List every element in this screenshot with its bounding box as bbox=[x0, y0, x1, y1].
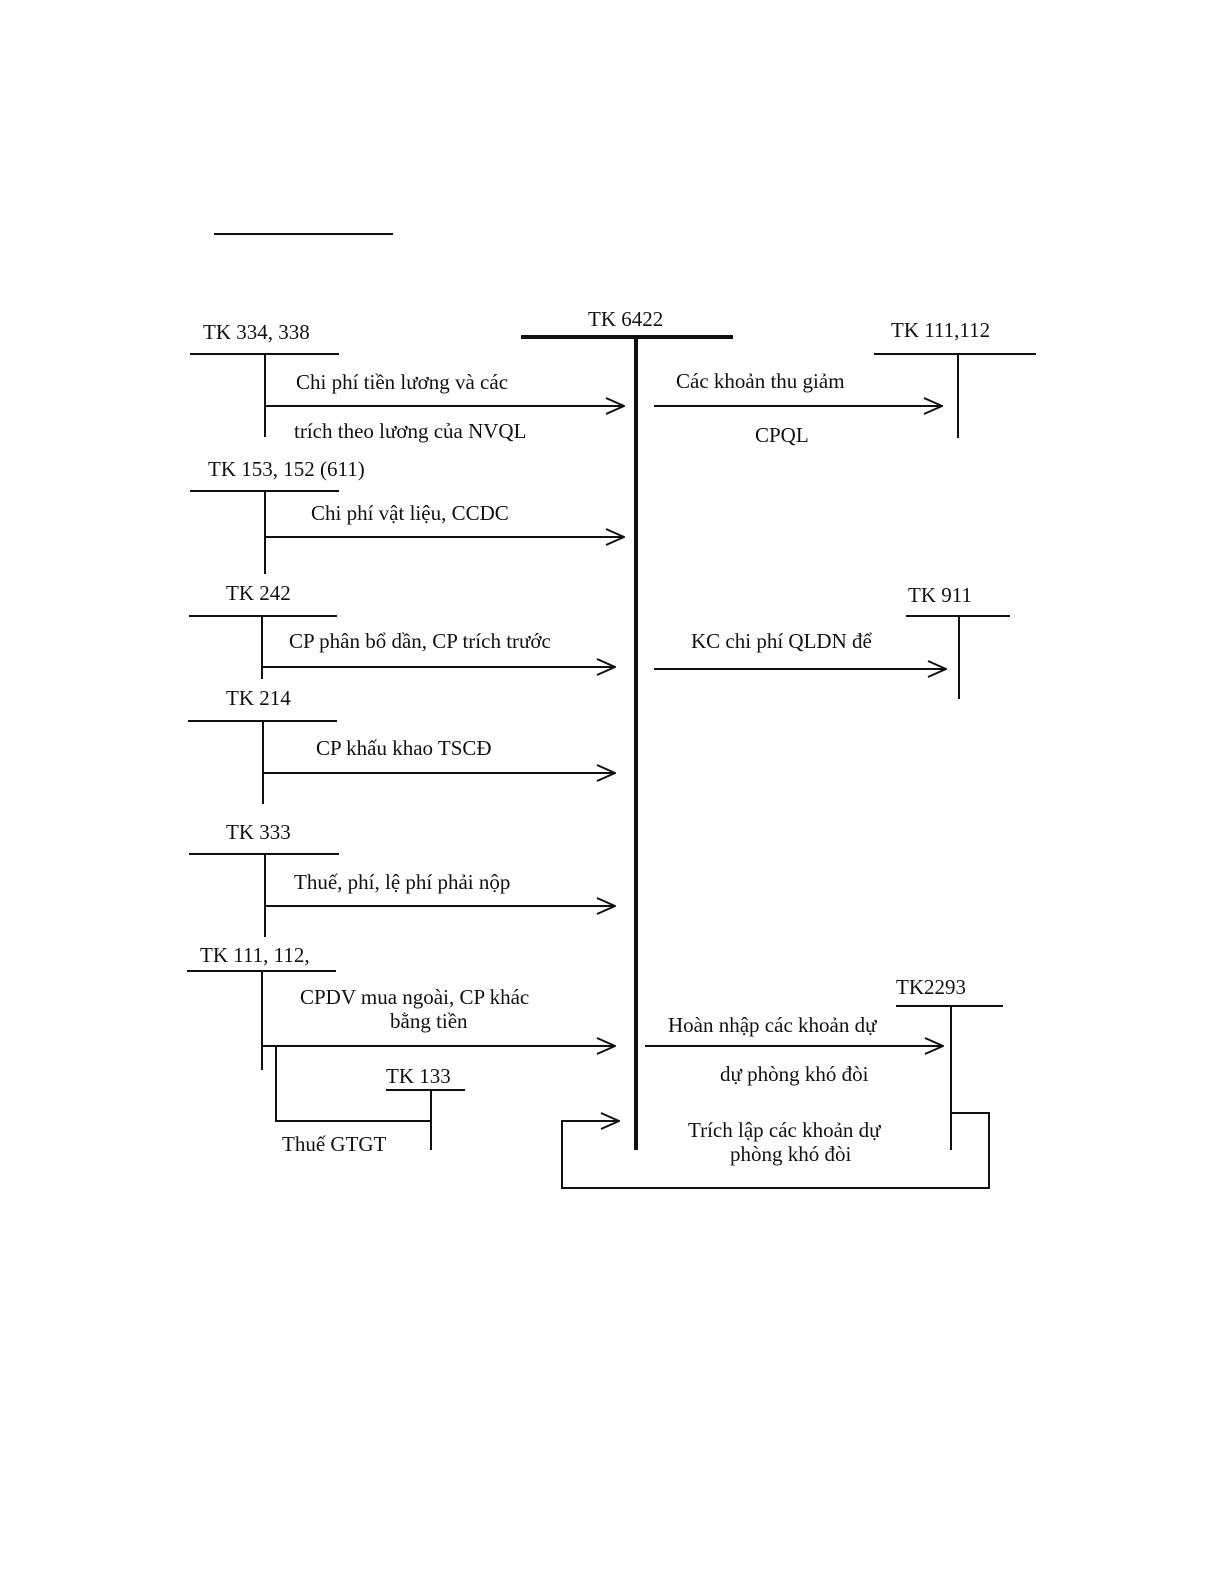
depreciation-label: CP khấu khao TSCĐ bbox=[316, 736, 492, 760]
account-tk333: TK 333 Thuế, phí, lệ phí phải nộp bbox=[189, 820, 615, 937]
tk153-label: TK 153, 152 (611) bbox=[208, 457, 365, 481]
provision-label-2: phòng khó đòi bbox=[730, 1142, 852, 1166]
account-tk111-112-left: TK 111, 112, CPDV mua ngoài, CP khác bằn… bbox=[187, 943, 615, 1156]
reductions-label-1: Các khoản thu giảm bbox=[676, 369, 845, 393]
tk2293-label: TK2293 bbox=[896, 975, 966, 999]
salary-label-2: trích theo lương của NVQL bbox=[294, 419, 526, 443]
services-label-2: bằng tiền bbox=[390, 1009, 468, 1033]
account-tk111-112-right: TK 111,112 Các khoản thu giảm CPQL bbox=[654, 318, 1036, 447]
materials-label: Chi phí vật liệu, CCDC bbox=[311, 501, 509, 525]
vat-label: Thuế GTGT bbox=[282, 1132, 387, 1156]
account-tk334-338: TK 334, 338 Chi phí tiền lương và các tr… bbox=[190, 320, 624, 443]
provision-label-1: Trích lập các khoản dự bbox=[688, 1118, 881, 1142]
tk911-label: TK 911 bbox=[908, 583, 972, 607]
account-tk2293: TK2293 Hoàn nhập các khoản dự dự phòng k… bbox=[561, 975, 1003, 1189]
transfer-label: KC chi phí QLDN để bbox=[691, 629, 872, 653]
vat-branch bbox=[275, 1046, 432, 1122]
reversal-label-1: Hoàn nhập các khoản dự bbox=[668, 1013, 877, 1037]
account-tk911: TK 911 KC chi phí QLDN để bbox=[654, 583, 1010, 699]
account-tk133: TK 133 bbox=[386, 1064, 465, 1150]
reversal-label-2: dự phòng khó đòi bbox=[720, 1062, 869, 1086]
tk111-112-right-label: TK 111,112 bbox=[891, 318, 990, 342]
account-tk153-152-611: TK 153, 152 (611) Chi phí vật liệu, CCDC bbox=[190, 457, 624, 574]
account-tk242: TK 242 CP phân bổ dần, CP trích trước bbox=[189, 581, 615, 679]
services-label-1: CPDV mua ngoài, CP khác bbox=[300, 985, 529, 1009]
tk334-338-label: TK 334, 338 bbox=[203, 320, 310, 344]
tk333-label: TK 333 bbox=[226, 820, 291, 844]
reductions-label-2: CPQL bbox=[755, 423, 809, 447]
tk6422-label: TK 6422 bbox=[588, 307, 663, 331]
tk133-label: TK 133 bbox=[386, 1064, 451, 1088]
tk214-label: TK 214 bbox=[226, 686, 291, 710]
account-tk6422: TK 6422 bbox=[521, 307, 733, 1150]
salary-label-1: Chi phí tiền lương và các bbox=[296, 370, 508, 394]
tk111-112-left-label: TK 111, 112, bbox=[200, 943, 310, 967]
account-tk214: TK 214 CP khấu khao TSCĐ bbox=[188, 686, 615, 804]
allocation-label: CP phân bổ dần, CP trích trước bbox=[289, 629, 551, 653]
provision-loop bbox=[561, 1112, 990, 1189]
tk242-label: TK 242 bbox=[226, 581, 291, 605]
taxes-label: Thuế, phí, lệ phí phải nộp bbox=[294, 870, 510, 894]
